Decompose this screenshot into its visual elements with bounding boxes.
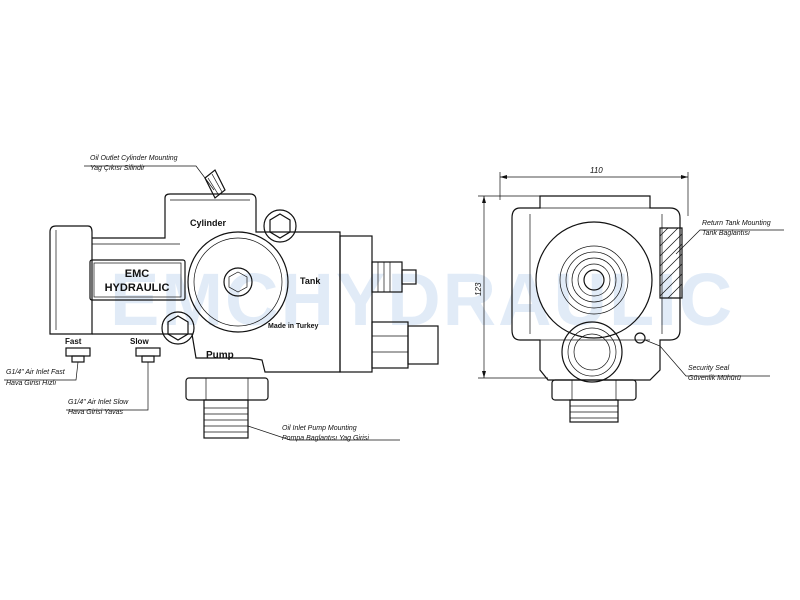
side-hex-fitting bbox=[371, 321, 439, 369]
air-fast-line2: Hava Girisi Hızlı bbox=[6, 380, 56, 387]
oil-outlet-line2: Yag Çıkısı Silindir bbox=[90, 165, 145, 172]
pump-fitting bbox=[185, 377, 269, 439]
cylinder-port-thread bbox=[204, 169, 226, 199]
side-body bbox=[511, 195, 681, 381]
dim-width-label: 110 bbox=[590, 166, 603, 175]
badge-line2: HYDRAULIC bbox=[105, 282, 170, 294]
dimension-height: 123 bbox=[474, 195, 548, 379]
front-view: EMC HYDRAULIC Cylinder Tank bbox=[49, 169, 439, 439]
watermark: EMCHYDRAULIC bbox=[110, 258, 734, 341]
pump-label: Pump bbox=[206, 350, 234, 361]
badge-line1: EMC bbox=[125, 268, 150, 280]
left-end-cap bbox=[49, 225, 93, 335]
air-slow-line2: Hava Girisi Yavas bbox=[68, 409, 123, 416]
tank-label: Tank bbox=[300, 276, 321, 286]
cylinder-label: Cylinder bbox=[190, 218, 227, 228]
security-seal-line2: Güvenlik Mühürü bbox=[688, 375, 741, 382]
return-tank-line1: Return Tank Mounting bbox=[702, 220, 771, 227]
side-lower-port bbox=[561, 321, 623, 383]
leader-security-seal bbox=[644, 339, 770, 377]
dimension-width: 110 bbox=[499, 166, 689, 216]
leader-return-tank bbox=[675, 229, 784, 255]
return-tank-line2: Tank Baglantısı bbox=[702, 230, 750, 237]
air-inlet-slow bbox=[135, 347, 161, 363]
air-fast-line1: G1/4" Air Inlet Fast bbox=[6, 369, 66, 376]
side-view bbox=[511, 195, 683, 423]
dim-height-label: 123 bbox=[474, 282, 483, 296]
made-in-label: Made in Turkey bbox=[268, 323, 319, 330]
oil-inlet-line1: Oil Inlet Pump Mounting bbox=[282, 425, 357, 432]
return-tank-port bbox=[659, 227, 683, 299]
leader-oil-outlet bbox=[84, 165, 215, 191]
valve-cap bbox=[187, 231, 289, 333]
oil-inlet-line2: Pompa Baglantısı Yag Girisi bbox=[282, 435, 369, 442]
main-body bbox=[92, 193, 341, 373]
fast-label: Fast bbox=[65, 337, 82, 346]
slow-label: Slow bbox=[130, 337, 149, 346]
side-valve-outer bbox=[535, 221, 653, 339]
air-inlet-fast bbox=[65, 347, 91, 363]
security-seal-line1: Security Seal bbox=[688, 365, 730, 372]
side-bottom-fitting bbox=[569, 399, 619, 423]
leader-air-slow bbox=[66, 362, 149, 411]
oil-outlet-line1: Oil Outlet Cylinder Mounting bbox=[90, 155, 178, 162]
plug-hex-top bbox=[263, 209, 297, 243]
brand-badge: EMC HYDRAULIC bbox=[89, 259, 186, 301]
plug-hex-lower bbox=[161, 311, 195, 345]
leader-air-fast bbox=[4, 361, 79, 381]
leader-oil-inlet bbox=[247, 425, 400, 441]
security-seal-mark bbox=[634, 332, 646, 344]
air-slow-line1: G1/4" Air Inlet Slow bbox=[68, 399, 129, 406]
side-bottom-hex bbox=[551, 379, 637, 401]
tank-port-body bbox=[339, 235, 373, 373]
